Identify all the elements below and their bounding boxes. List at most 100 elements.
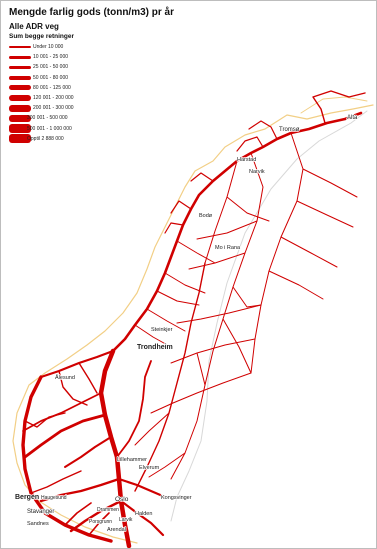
place-label: Haugesund (41, 495, 67, 501)
legend-line-swatch (9, 65, 31, 70)
country-borders (170, 110, 368, 522)
place-label: Porsgrunn (89, 519, 112, 525)
place-label: Halden (135, 511, 152, 517)
place-label: Mo i Rana (215, 245, 241, 251)
legend-class-label: Opptil 2 888 000 (27, 135, 64, 142)
road-segment (268, 270, 324, 300)
legend-class-row: Opptil 2 888 000 (9, 134, 174, 144)
road-segment (176, 240, 216, 264)
coastline (12, 96, 374, 544)
road-segment (196, 220, 258, 240)
road-segment (170, 200, 192, 214)
road-segment (117, 477, 167, 499)
road-segment (58, 370, 88, 406)
place-label: Lillehammer (117, 457, 147, 463)
road-segment (88, 512, 110, 536)
coastline-outline (12, 104, 374, 544)
legend-class-row: 300 001 - 500 000 (9, 113, 174, 123)
place-label: Larvik (119, 517, 133, 523)
road-segment (78, 362, 98, 394)
road-segment (236, 136, 264, 152)
coastline-north-fjords (300, 96, 368, 114)
road-segment (134, 262, 206, 492)
place-label: Alta (347, 115, 358, 121)
legend-class-label: 80 001 - 125 000 (33, 84, 71, 91)
road-segment (296, 200, 354, 228)
legend-subtitle-direction: Sum begge retninger (9, 33, 75, 40)
road-segment (196, 352, 206, 386)
legend-class-row: 500 001 - 1 000 000 (9, 124, 174, 134)
legend-class-row: 50 001 - 80 000 (9, 73, 174, 83)
road-segment (248, 120, 278, 140)
road-segment (24, 412, 66, 428)
road-segment (190, 172, 214, 182)
legend-class-row: 25 001 - 50 000 (9, 62, 174, 72)
road-segment (64, 436, 112, 468)
road-segment (250, 132, 304, 374)
road-segment (23, 413, 107, 459)
legend-class-label: 50 001 - 80 000 (33, 74, 69, 81)
place-label: Harstad (237, 157, 256, 163)
road-segment (204, 160, 238, 264)
road-segment (164, 272, 206, 294)
road-segment (156, 290, 200, 306)
road-segment (39, 349, 115, 379)
road-segment (22, 392, 102, 432)
legend-class-label: 10 001 - 25 000 (33, 54, 69, 61)
legend-class-row: Under 10 000 (9, 42, 174, 52)
legend-line-swatch (9, 95, 31, 101)
legend-line-swatch (9, 85, 31, 91)
road-segment (30, 470, 82, 494)
legend-class-row: 80 001 - 125 000 (9, 83, 174, 93)
road-segment (146, 308, 186, 332)
road-segment (226, 196, 270, 222)
national-border-line (170, 110, 368, 522)
place-label: Sandnes (27, 521, 49, 527)
legend-class-label: Under 10 000 (33, 44, 64, 51)
place-label: Tromsø (279, 127, 300, 133)
place-label: Narvik (249, 169, 265, 175)
place-label: Oslo (115, 496, 129, 503)
legend-line-swatch (9, 56, 31, 59)
legend-line-swatch (9, 46, 31, 48)
road-segment (148, 452, 186, 478)
road-segment (280, 236, 338, 268)
place-label: Stavanger (27, 509, 54, 515)
legend-class-row: 120 001 - 200 000 (9, 93, 174, 103)
legend-class-label: 500 001 - 1 000 000 (27, 125, 72, 132)
place-label: Trondheim (137, 344, 173, 351)
legend-line-swatch (9, 75, 31, 80)
place-label: Kongsvinger (161, 495, 192, 501)
road-segment (222, 318, 252, 374)
legend-class-row: 10 001 - 25 000 (9, 52, 174, 62)
road-segment (134, 412, 170, 446)
road-segment (98, 348, 132, 548)
road-segment (150, 372, 252, 414)
legend-class-label: 200 001 - 300 000 (33, 105, 74, 112)
legend-line-swatch (9, 124, 31, 133)
road-network (21, 90, 366, 548)
legend-line-swatch (9, 104, 31, 112)
road-segment (111, 111, 363, 353)
legend-subtitle: Alle ADR veg (9, 22, 59, 31)
road-segment (170, 350, 214, 480)
road-segment (64, 502, 92, 526)
legend-title: Mengde farlig gods (tonn/m3) pr år (9, 7, 175, 18)
road-segment (116, 360, 152, 458)
road-segment (312, 90, 366, 124)
road-segment (188, 252, 246, 270)
place-label: Bergen (15, 494, 39, 501)
place-label: Elverum (139, 465, 160, 471)
road-segment (176, 304, 262, 324)
road-segment (69, 499, 123, 533)
map-legend: Mengde farlig gods (tonn/m3) pr år Alle … (9, 7, 174, 144)
legend-line-swatch (9, 114, 31, 123)
legend-class-row: 200 001 - 300 000 (9, 103, 174, 113)
place-label: Bodø (199, 213, 213, 219)
place-label: Arendal (107, 527, 126, 533)
road-segment (164, 222, 184, 234)
legend-class-label: 120 001 - 200 000 (33, 95, 74, 102)
